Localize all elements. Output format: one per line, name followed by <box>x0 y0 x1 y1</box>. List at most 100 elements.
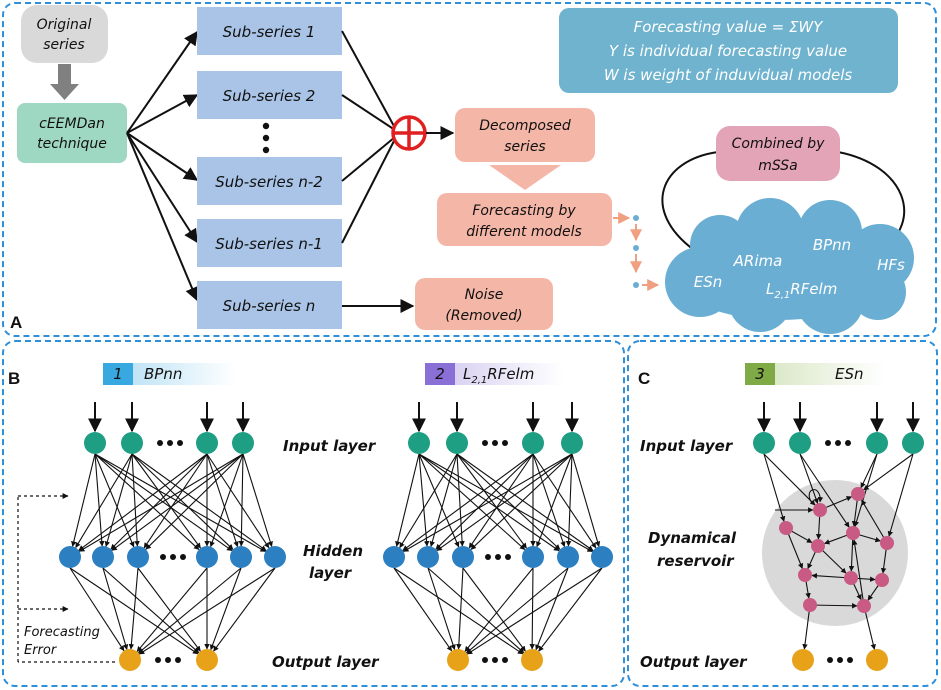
fanout-arrows <box>126 30 199 302</box>
hidden-node <box>591 546 613 568</box>
connection-arrow <box>429 453 458 547</box>
connection-arrow <box>456 453 594 552</box>
connection-arrow <box>468 453 534 549</box>
ellipsis-dot <box>160 554 166 560</box>
connection-arrow <box>435 453 534 550</box>
down-arrow-shaft <box>58 64 71 84</box>
ellipsis-dot <box>177 440 183 446</box>
ellipsis-dot <box>167 440 173 446</box>
panel-label-c: C <box>638 369 650 388</box>
output-layer-label-b: Output layer <box>272 653 380 671</box>
connection-arrow <box>128 567 139 650</box>
connection-arrow <box>887 453 914 537</box>
connection-arrow <box>238 453 245 547</box>
model1-tag <box>131 363 236 385</box>
connection-arrow <box>102 567 129 650</box>
hidden-node <box>522 546 544 568</box>
reservoir-node <box>857 599 871 613</box>
ellipsis-dot <box>262 134 270 142</box>
connection-arrow <box>110 453 208 550</box>
subseries-1-label: Sub-series 1 <box>223 23 316 41</box>
connection-arrow <box>131 453 201 549</box>
ellipsis-dot <box>262 146 270 154</box>
model-esn-label: ESn <box>694 273 723 291</box>
ellipsis-dot <box>495 554 501 560</box>
ellipsis-dot <box>502 657 508 663</box>
connection-arrow <box>860 453 878 489</box>
connection-arrow <box>470 453 573 550</box>
input-node <box>561 432 583 454</box>
connection-arrow <box>863 605 876 650</box>
connection-arrow <box>94 453 266 553</box>
connection-arrow <box>436 453 573 552</box>
connection-arrow <box>571 453 601 547</box>
connection-arrow <box>94 453 200 550</box>
forecasting-error-line1: Forecasting <box>24 625 100 640</box>
model-arima-label: ARima <box>733 252 783 270</box>
subseries-n2-label: Sub-series n-2 <box>215 173 323 191</box>
connection-arrow <box>102 567 200 654</box>
output-node <box>447 649 469 671</box>
connection-arrow <box>399 453 458 549</box>
hidden-node <box>417 546 439 568</box>
input-node <box>408 432 430 454</box>
model1-name: BPnn <box>144 365 182 383</box>
connection-arrow <box>138 567 242 654</box>
input-node <box>789 432 811 454</box>
ellipsis-dot <box>835 440 841 446</box>
model3-tag <box>773 363 885 385</box>
ellipsis-dot <box>837 657 843 663</box>
panel-b-border <box>2 340 625 687</box>
ellipsis-dot <box>155 657 161 663</box>
connection-arrow <box>393 567 524 655</box>
original-series-line1: Original <box>37 17 92 33</box>
formula-line1: Forecasting value = ΣWY <box>634 18 825 36</box>
combined-line1: Combined by <box>732 136 825 152</box>
ceemdan-line1: cEEMDan <box>39 116 105 132</box>
connection-arrow <box>536 453 573 548</box>
reservoir-edge <box>809 603 858 609</box>
connection-arrow <box>94 453 105 547</box>
reservoir-node <box>851 487 865 501</box>
connection-arrow <box>71 453 96 547</box>
model-l21rfelm-label: L2,1RFelm <box>766 280 837 301</box>
reservoir-node <box>880 536 894 550</box>
original-series-box <box>21 5 108 63</box>
ellipsis-dot <box>827 657 833 663</box>
combined-line2: mSSa <box>758 158 798 174</box>
connection-arrow <box>456 453 465 547</box>
connection-arrow <box>466 567 603 655</box>
ellipsis-dot <box>157 440 163 446</box>
reservoir-edge <box>861 499 888 544</box>
ellipsis-dot <box>847 657 853 663</box>
connection-arrow <box>418 453 430 547</box>
connection-arrow <box>78 453 244 552</box>
sum-plus-icon <box>391 115 427 151</box>
formula-box <box>559 8 898 93</box>
connection-arrow <box>209 453 244 548</box>
hidden-node <box>230 546 252 568</box>
ellipsis-dot <box>825 440 831 446</box>
connection-arrow <box>131 453 267 552</box>
connection-arrow <box>131 453 234 550</box>
reservoir-node <box>811 539 825 553</box>
subseries-n-label: Sub-series n <box>223 297 316 315</box>
reservoir-edge <box>852 539 865 607</box>
connection-arrow <box>863 453 914 491</box>
subseries-1-box <box>197 7 342 55</box>
input-node <box>522 432 544 454</box>
connection-arrow <box>763 453 816 506</box>
original-series-line2: series <box>43 37 84 53</box>
connection-arrow <box>427 567 456 651</box>
forecasting-error-feedback <box>17 493 115 663</box>
noise-line1: Noise <box>465 287 504 303</box>
connection-arrow <box>111 453 244 551</box>
connection-arrow <box>538 567 603 652</box>
hidden-node <box>59 546 81 568</box>
ellipsis-dot <box>262 122 270 130</box>
decomposed-box <box>455 108 595 162</box>
connection-arrow <box>206 453 239 548</box>
ellipsis-dot <box>482 440 488 446</box>
connection-arrow <box>94 453 135 548</box>
ellipsis-dot <box>492 440 498 446</box>
